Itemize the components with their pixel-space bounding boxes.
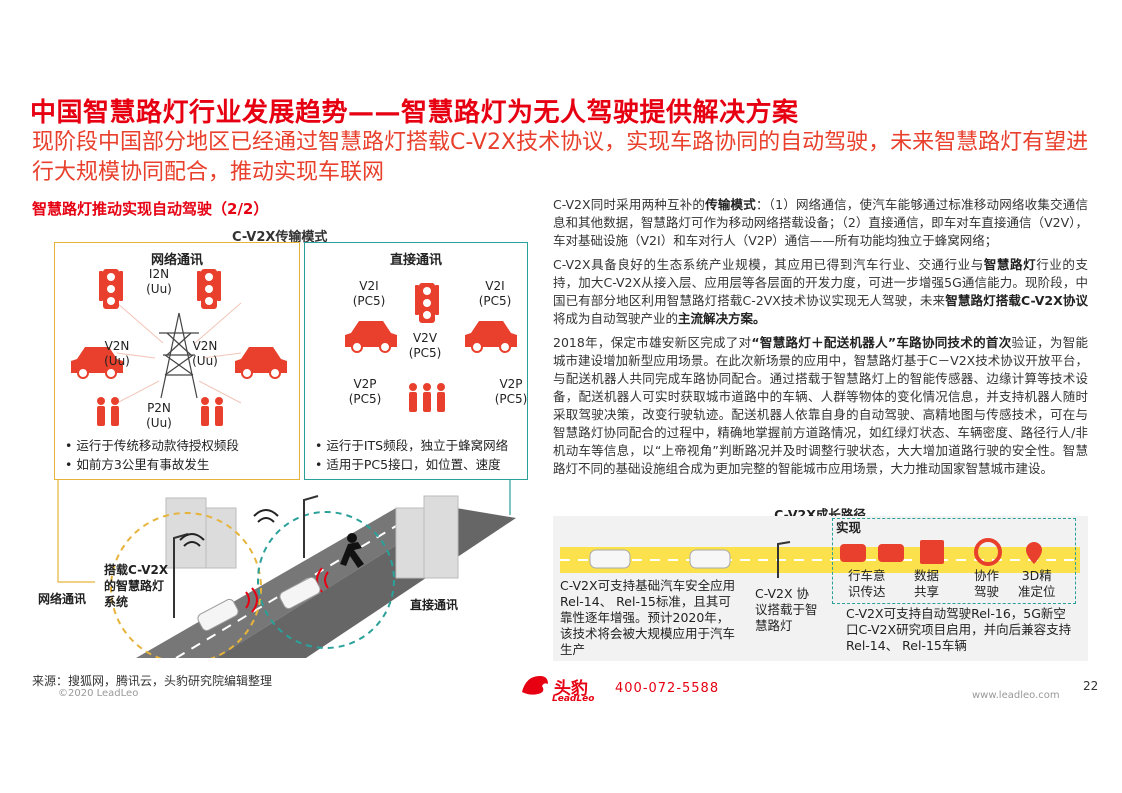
feature-item: 数据 共享: [914, 568, 940, 599]
page-number: 22: [1083, 679, 1099, 693]
location-icon: [1026, 542, 1042, 564]
pedestrian-icon: [409, 383, 445, 412]
direct-bullet: 运行于ITS频段，独立于蜂窝网络: [315, 436, 508, 455]
website-url: www.leadleo.com: [972, 690, 1060, 701]
direct-panel-title: 直接通讯: [389, 253, 442, 268]
network-panel-title: 网络通讯: [150, 253, 203, 268]
network-bullet: 运行于传统移动款待授权频段: [65, 436, 239, 455]
leopard-logo-icon: [522, 676, 548, 695]
car-icon: [465, 321, 517, 353]
v2i-right-label: V2I (PC5): [478, 279, 512, 308]
feature-icons: [840, 538, 1042, 566]
stage2-text: C-V2X 协议搭载于智慧路灯: [755, 586, 818, 633]
walking-person-icon: [340, 533, 364, 568]
feature-item: 3D精 准定位: [1018, 568, 1056, 599]
realize-label: 实现: [836, 520, 862, 535]
steering-wheel-icon: [974, 538, 1002, 566]
i2n-label: I2N (Uu): [146, 267, 172, 296]
network-bullets: 运行于传统移动款待授权频段 如前方3公里有事故发生: [65, 436, 239, 474]
cell-tower-icon: [159, 312, 199, 399]
stage1-text: C-V2X可支持基础汽车安全应用Rel-14、 Rel-15标准，且其可靠性逐年…: [560, 578, 736, 657]
paragraph-ecosystem: C-V2X具备良好的生态系统产业规模，其应用已得到汽车行业、交通行业与智慧路灯行…: [553, 257, 1089, 326]
section-heading: 智慧路灯推动实现自动驾驶（2/2）: [32, 200, 269, 218]
city-illustration: [110, 495, 516, 658]
v2n-left-label: V2N (Uu): [104, 339, 130, 368]
p2n-label: P2N (Uu): [146, 401, 172, 430]
direct-bullets: 运行于ITS频段，独立于蜂窝网络 适用于PC5接口，如位置、速度: [315, 436, 508, 474]
feature-item: 协作 驾驶: [974, 568, 1000, 599]
right-text: C-V2X同时采用两种互补的传输模式：（1）网络通信，使汽车能够通过标准移动网络…: [553, 196, 1088, 478]
traffic-light-icon: [415, 283, 439, 323]
page-title: 中国智慧路灯行业发展趋势——智慧路灯为无人驾驶提供解决方案: [30, 98, 799, 128]
direct-comm-label: 直接通讯: [410, 598, 459, 612]
car-icon: [71, 347, 123, 379]
v2p-left-label: V2P (PC5): [348, 377, 382, 406]
logo-en: LeadLeo: [552, 694, 595, 704]
v2n-right-label: V2N (Uu): [192, 339, 218, 368]
page-subtitle: 现阶段中国部分地区已经通过智慧路灯搭载C-V2X技术协议，实现车路协同的自动驾驶…: [32, 130, 1089, 185]
realize-box: [832, 518, 1076, 604]
lamp-system-label: 搭载C-V2X 的智慧路灯 系统: [104, 563, 169, 609]
feature-item: 行车意 识传达: [848, 568, 886, 599]
mode-title: C-V2X传输模式: [232, 230, 328, 245]
logo-cn: 头豹: [554, 679, 588, 699]
pedestrian-icon: [97, 397, 119, 426]
source-note: 来源：搜狐网，腾讯云，头豹研究院编辑整理: [32, 674, 273, 688]
car-icon: [840, 544, 866, 562]
traffic-light-icon: [197, 269, 221, 309]
stage3-text: C-V2X可支持自动驾驶Rel-16，5G新空口C-V2X研究项目启用，并向后兼…: [846, 606, 1072, 653]
direct-panel: 直接通讯 V2I (PC5) V2I (PC5) V2V (PC5) V2P (…: [304, 242, 528, 480]
road-divider: [560, 559, 1080, 561]
pedestrian-icon: [201, 397, 223, 426]
paragraph-xiongan: 2018年，保定市雄安新区完成了对“智慧路灯＋配送机器人”车路协同技术的首次验证…: [553, 335, 1088, 476]
network-bullet: 如前方3公里有事故发生: [65, 455, 239, 474]
copyright: ©2020 LeadLeo: [58, 688, 139, 699]
connector-lines: [57, 480, 511, 583]
direct-bullet: 适用于PC5接口，如位置、速度: [315, 455, 508, 474]
car-icon: [235, 347, 287, 379]
phone-number: 400-072-5588: [615, 681, 720, 696]
network-comm-label: 网络通讯: [38, 592, 87, 606]
v2v-label: V2V (PC5): [408, 331, 442, 360]
direct-diagram: [345, 283, 517, 412]
v2p-right-label: V2P (PC5): [494, 377, 528, 406]
data-icon: [920, 540, 944, 564]
car-icon: [878, 544, 904, 562]
network-panel: 网络通讯: [54, 242, 300, 480]
v2i-left-label: V2I (PC5): [352, 279, 386, 308]
traffic-light-icon: [99, 269, 123, 309]
road-cars: [589, 541, 791, 578]
growth-path-box: [553, 516, 1088, 661]
network-diagram: [71, 269, 287, 426]
car-icon: [345, 321, 397, 353]
paragraph-transmission: C-V2X同时采用两种互补的传输模式：（1）网络通信，使汽车能够通过标准移动网络…: [553, 197, 1088, 248]
